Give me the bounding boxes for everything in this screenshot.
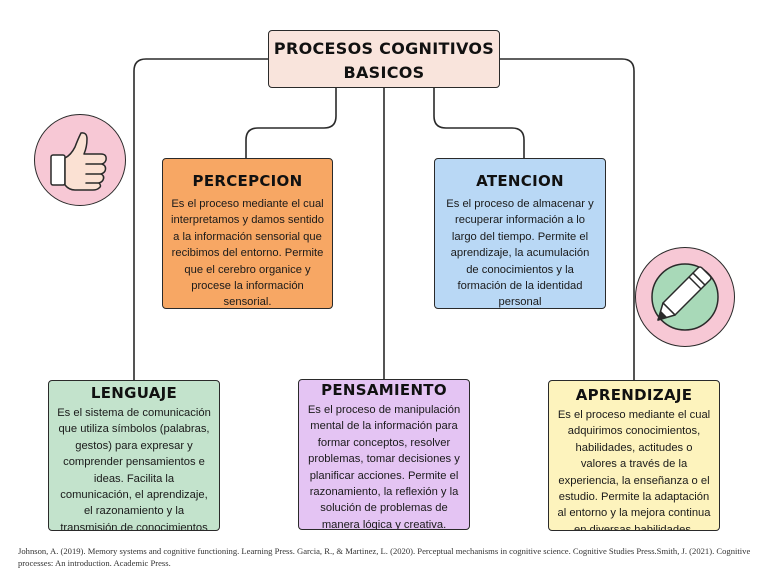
connector-percepcion: [245, 87, 337, 159]
node-text: Es el proceso de almacenar y recuperar i…: [446, 198, 594, 309]
pencil-icon-badge: [635, 247, 735, 347]
connector-aprendizaje: [499, 58, 635, 381]
node-text: Es el proceso mediante el cual adquirimo…: [557, 409, 711, 531]
references: Johnson, A. (2019). Memory systems and c…: [18, 546, 751, 568]
node-lenguaje: LENGUAJE Es el sistema de comunicación q…: [48, 380, 220, 531]
node-text: Es el sistema de comunicación que utiliz…: [57, 407, 211, 531]
node-text: Es el proceso de manipulación mental de …: [307, 404, 461, 530]
node-title: ATENCION: [476, 172, 564, 190]
pencil-icon: [651, 263, 719, 331]
root-title-line1: PROCESOS COGNITIVOS: [273, 39, 495, 58]
node-title: PENSAMIENTO: [321, 381, 447, 399]
node-title: PERCEPCION: [192, 172, 303, 190]
node-aprendizaje: APRENDIZAJE Es el proceso mediante el cu…: [548, 380, 720, 531]
node-atencion: ATENCION Es el proceso de almacenar y re…: [434, 158, 606, 309]
node-pensamiento: PENSAMIENTO Es el proceso de manipulació…: [298, 379, 470, 530]
connector-atencion: [433, 87, 525, 159]
connector-lenguaje: [133, 58, 269, 381]
thumbs-up-icon: [34, 114, 126, 206]
root-title-line2: BASICOS: [343, 63, 425, 82]
root-node: PROCESOS COGNITIVOS BASICOS: [268, 30, 500, 88]
node-title: APRENDIZAJE: [575, 386, 693, 404]
node-text: Es el proceso mediante el cual interpret…: [171, 198, 324, 309]
node-title: LENGUAJE: [90, 384, 178, 402]
node-percepcion: PERCEPCION Es el proceso mediante el cua…: [162, 158, 333, 309]
